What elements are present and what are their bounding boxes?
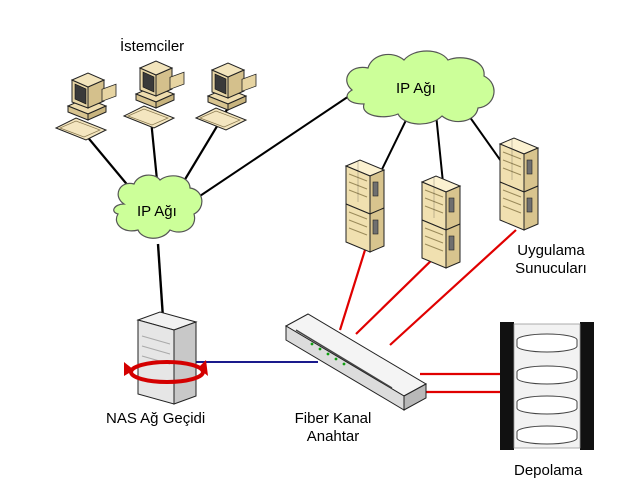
app-servers-label-line2: Sunucuları (515, 260, 587, 277)
nas-gateway-label: NAS Ağ Geçidi (106, 410, 206, 427)
fc-switch-label-line1: Fiber Kanal (294, 410, 372, 427)
link-ipnet-nas (156, 243, 165, 319)
ip-network-cloud-left (113, 174, 203, 239)
app-server-1-icon (345, 159, 385, 253)
fc-switch-icon (284, 313, 428, 411)
fc-links (338, 229, 517, 394)
fc-link-server3 (389, 229, 517, 346)
fc-link-server1 (338, 249, 367, 331)
fc-link-server2 (355, 251, 441, 335)
fc-switch-label-line2: Anahtar (306, 428, 360, 445)
nas-gateway-icon (124, 311, 208, 405)
storage-array-icon (500, 322, 594, 450)
ip-network-top-label: IP Ağı (396, 80, 436, 97)
client-computer-3-icon (195, 62, 257, 131)
client-computer-2-icon (123, 60, 185, 129)
storage-label: Depolama (514, 462, 583, 479)
ip-network-left-label: IP Ağı (137, 203, 177, 220)
ip-network-cloud-top (346, 50, 495, 125)
link-ipnet-ipnet (184, 89, 359, 207)
app-servers-label: Uygulama Sunucuları (506, 242, 596, 278)
fc-switch-label: Fiber Kanal Anahtar (283, 410, 383, 446)
clients-label: İstemciler (120, 38, 185, 55)
client-computer-1-icon (55, 72, 117, 141)
app-servers-label-line1: Uygulama (517, 242, 585, 259)
app-server-3-icon (499, 137, 539, 231)
app-server-2-icon (421, 175, 461, 269)
